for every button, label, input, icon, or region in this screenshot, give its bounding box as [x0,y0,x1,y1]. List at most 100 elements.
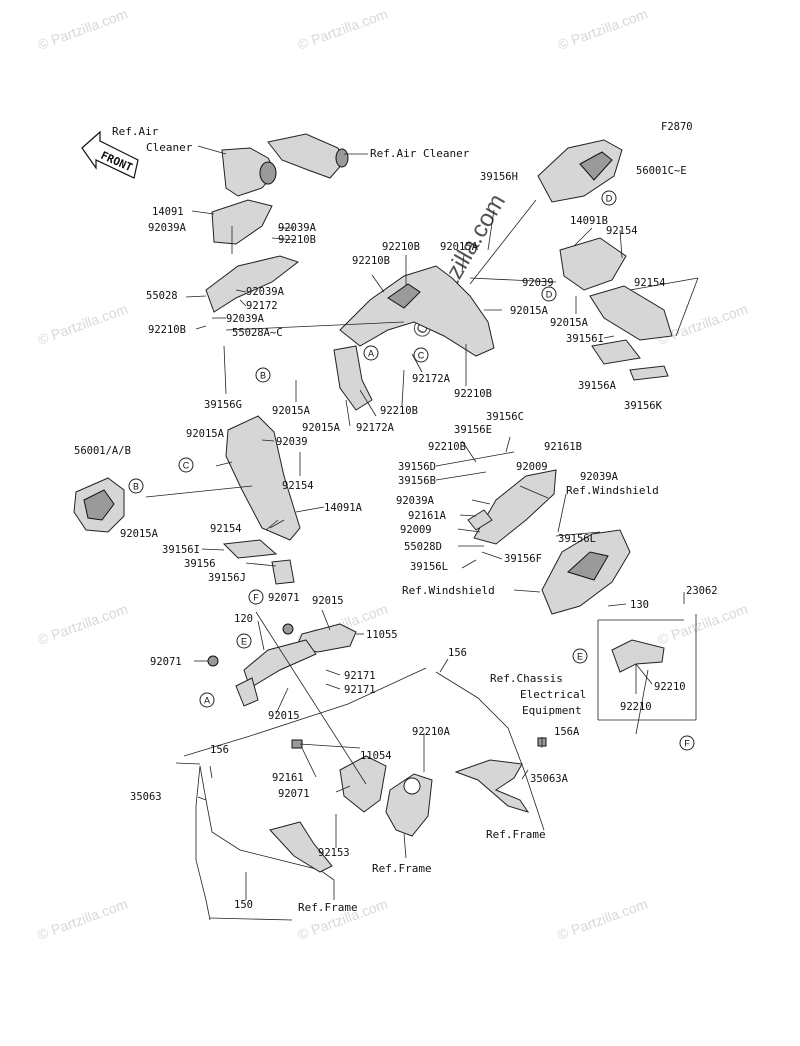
stay-bracket-left [269,821,333,873]
label-ref-chassis-1: Ref.Chassis [490,672,563,685]
svg-text:E: E [241,637,247,647]
label-39156k: 39156K [624,400,663,412]
watermark-11: © Partzilla.com [556,896,650,943]
panel-55028 [205,255,300,313]
watermark-3: © Partzilla.com [556,6,650,53]
frame-mount [385,773,433,837]
callout-c: C [178,457,194,473]
label-92161b: 92161B [544,441,582,453]
callout-a: A [199,692,215,708]
label-35063a: 35063A [530,773,569,785]
parts-layer [73,133,673,921]
callouts: A B C D D C B E F E A F [128,190,695,751]
callout-b: B [255,367,271,383]
label-92154-2: 92154 [634,277,666,289]
callout-f: F [248,589,264,605]
label-ref-frame-1: Ref.Frame [486,828,546,841]
bracket-92161a [467,509,493,531]
label-92171-2: 92171 [344,684,376,696]
label-130: 130 [630,599,649,611]
svg-text:C: C [183,461,190,471]
stay-rod-left-lower [195,765,211,921]
left-duct-opening [259,161,277,185]
label-92071-3: 92071 [278,788,310,800]
label-39156l-2: 39156L [410,561,448,573]
upper-cowl [339,265,495,357]
upper-cowl-vent [387,283,421,309]
callout-a: A [363,345,379,361]
label-39156c: 39156C [486,411,524,423]
label-39156b: 39156B [398,475,436,487]
label-92210b-4: 92210B [352,255,390,267]
label-23062: 23062 [686,585,718,597]
label-92071-1: 92071 [268,592,300,604]
label-92009-1: 92009 [516,461,548,473]
pad-39156k [629,365,669,381]
svg-text:B: B [133,482,139,492]
label-55028: 55028 [146,290,178,302]
label-35063: 35063 [130,791,162,803]
meter-panel-window [567,551,609,581]
label-55028ac: 55028A~C [232,327,283,339]
label-ref-windshield-1: Ref.Windshield [566,484,659,497]
watermark-5: © Partzilla.com [656,301,750,348]
front-arrow-icon [81,130,139,179]
watermark-6: © Partzilla.com [36,601,130,648]
inner-panel-14091b [559,237,627,291]
grommet-92071-a [207,655,219,667]
label-39156e: 39156E [454,424,492,436]
label-92171-1: 92171 [344,670,376,682]
label-14091: 14091 [152,206,184,218]
stay-rod-right [435,671,545,831]
label-92015a-1: 92015A [440,241,479,253]
pad-39156j [271,559,295,585]
label-92015-1: 92015 [312,595,344,607]
label-39156l-1: 39156L [558,533,596,545]
label-92153: 92153 [318,847,350,859]
part-labels: Ref.Air Cleaner Ref.Air Cleaner 14091 92… [74,125,718,914]
inner-panel-14091 [211,199,273,245]
svg-text:A: A [204,696,210,706]
label-92161a: 92161A [408,510,447,522]
label-92210b-2: 92210B [148,324,186,336]
pad-39156a [591,339,641,365]
label-150: 150 [234,899,253,911]
label-39156g: 39156G [204,399,242,411]
label-92210b-7: 92210B [428,441,466,453]
label-92071-2: 92071 [150,656,182,668]
label-92210b-5: 92210B [454,388,492,400]
label-92039-1: 92039 [522,277,554,289]
label-56001ce: 56001C~E [636,165,687,177]
label-92161: 92161 [272,772,304,784]
label-ref-frame-2: Ref.Frame [372,862,432,875]
label-39156: 39156 [184,558,216,570]
frame-mount-hole [403,777,421,795]
label-92039a-3: 92039A [246,286,285,298]
label-92009-2: 92009 [400,524,432,536]
label-14091a: 14091A [324,502,363,514]
label-156-2: 156 [210,744,229,756]
windshield [473,469,557,545]
label-39156a: 39156A [578,380,617,392]
callout-e: E [236,633,252,649]
label-56001ab: 56001/A/B [74,445,131,457]
label-39156h: 39156H [480,171,518,183]
label-ref-chassis-3: Equipment [522,704,582,717]
grommet-92071-b [282,623,294,635]
label-39156i-1: 39156I [566,333,604,345]
watermark-8: © Partzilla.com [656,601,750,648]
svg-text:B: B [260,371,266,381]
label-ref-air-cleaner-left-2: Cleaner [146,141,193,154]
label-92015a-3: 92015A [550,317,589,329]
watermark-1: © Partzilla.com [36,6,130,53]
callout-f: F [679,735,695,751]
label-92015a-2: 92015A [510,305,549,317]
label-39156j: 39156J [208,572,246,584]
label-39156d: 39156D [398,461,436,473]
pad-39156 [222,539,278,559]
watermark-4: © Partzilla.com [36,301,130,348]
svg-text:F: F [253,593,259,603]
label-92039a-2: 92039A [278,222,317,234]
label-92210a: 92210A [412,726,451,738]
